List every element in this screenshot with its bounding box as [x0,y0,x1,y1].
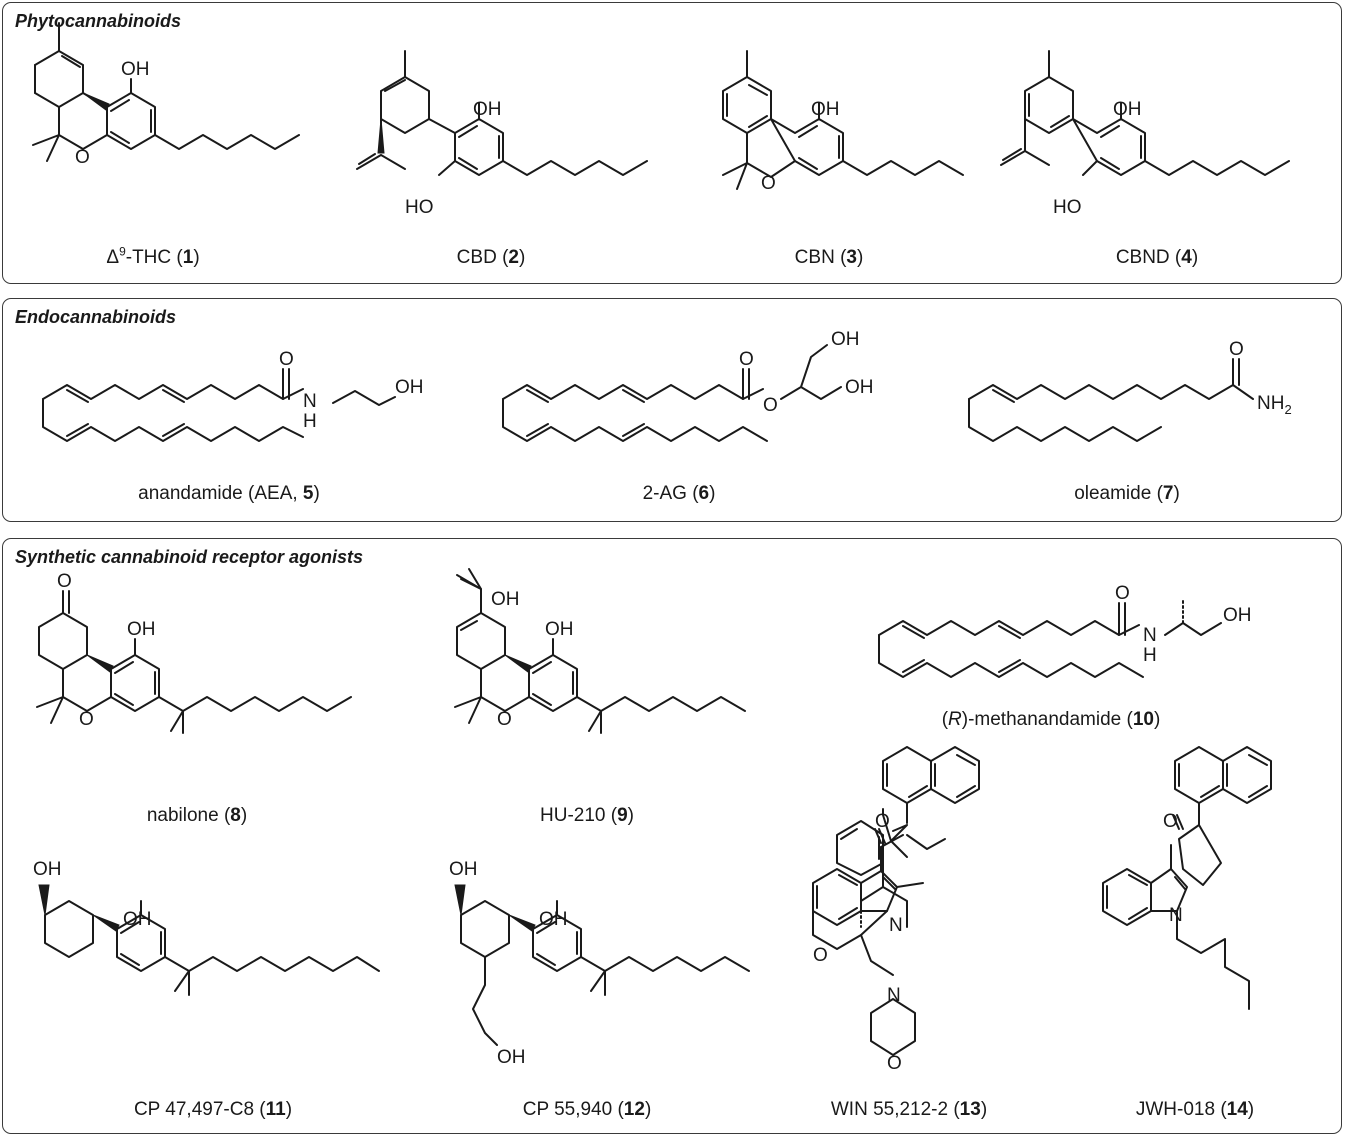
atom-oh: OH [33,859,62,880]
structure-hu210 [454,568,746,734]
atom-oh: OH [121,59,150,80]
structure-oleamide [968,358,1254,442]
atom-n: N [889,915,903,936]
compound-label-9: HU-210 (9) [540,805,634,826]
structure-anandamide [42,368,396,442]
atom-o: O [887,1053,902,1074]
structure-jwh018 [1102,746,1272,1010]
atom-oh: OH [831,329,860,350]
compound-label-7: oleamide (7) [1074,483,1180,504]
compound-label-8: nabilone (8) [146,805,248,826]
atom-ho: HO [405,197,434,218]
compound-label-14: JWH-018 (14) [1135,1099,1255,1120]
panel-title: Phytocannabinoids [15,11,182,31]
atom-o: O [279,349,294,370]
atom-oh: OH [123,909,152,930]
atom-oh: OH [473,99,502,120]
synthetic-structures: O OH O OH OH O O N H OH [33,568,1272,1074]
atom-h: H [1143,645,1157,666]
compound-label-11: CP 47,497-C8 (11) [133,1099,293,1120]
atom-oh: OH [497,1047,526,1068]
compound-label-6: 2-AG (6) [642,483,716,504]
panel-title: Synthetic cannabinoid receptor agonists [15,547,364,567]
panel-endocannabinoids: Endocannabinoids O N H OH O O OH OH [2,298,1342,522]
atom-h: H [303,411,317,432]
structure-win-core [812,828,924,1056]
phyto-structures: OH O OH HO OH O [32,22,1290,218]
atom-o: O [875,811,890,832]
structure-cbd [356,50,648,176]
structure-methanandamide [878,598,1222,678]
structure-cp47497 [38,884,380,996]
atom-n: N [1169,905,1183,926]
compound-label-1: Δ9-THC (1) [106,244,200,268]
compound-label-13: WIN 55,212-2 (13) [830,1099,988,1120]
atom-oh: OH [449,859,478,880]
atom-oh: OH [1223,605,1252,626]
atom-o: O [739,349,754,370]
compound-label-12: CP 55,940 (12) [522,1099,652,1120]
structure-nabilone [36,590,352,734]
atom-oh: OH [395,377,424,398]
atom-n: N [1143,625,1157,646]
panel-synthetic-agonists: Synthetic cannabinoid receptor agonists … [2,538,1342,1134]
atom-o: O [763,395,778,416]
atom-oh: OH [845,377,874,398]
atom-o: O [1163,811,1178,832]
atom-n: N [303,391,317,412]
atom-o: O [497,709,512,730]
atom-o: O [79,709,94,730]
structure-cbnd [1000,50,1290,176]
compound-label-3: CBN (3) [794,247,864,268]
structure-cbn [722,50,964,190]
atom-nh2: NH2 [1257,393,1292,417]
panel-phytocannabinoids: Phytocannabinoids OH O OH HO [2,2,1342,284]
atom-o: O [57,571,72,592]
atom-o: O [1229,339,1244,360]
atom-o: O [1115,583,1130,604]
compound-label-2: CBD (2) [456,247,526,268]
structure-win55212 [836,746,980,928]
structure-thc [32,22,300,162]
atom-oh: OH [539,909,568,930]
structure-cp55940 [454,884,750,1046]
panel-title: Endocannabinoids [15,307,177,327]
atom-oh: OH [545,619,574,640]
atom-oh: OH [127,619,156,640]
atom-oh: OH [1113,99,1142,120]
compound-label-4: CBND (4) [1115,247,1199,268]
atom-o: O [75,147,90,168]
compound-label-10: (R)-methanandamide (10) [941,709,1161,730]
atom-oh: OH [811,99,840,120]
atom-ho: HO [1053,197,1082,218]
endo-structures: O N H OH O O OH OH O NH2 [42,329,1292,442]
compound-label-5: anandamide (AEA, 5) [138,483,320,504]
atom-n: N [887,985,901,1006]
atom-oh: OH [491,589,520,610]
structure-2ag [502,344,842,442]
atom-o: O [813,945,828,966]
atom-o: O [761,173,776,194]
